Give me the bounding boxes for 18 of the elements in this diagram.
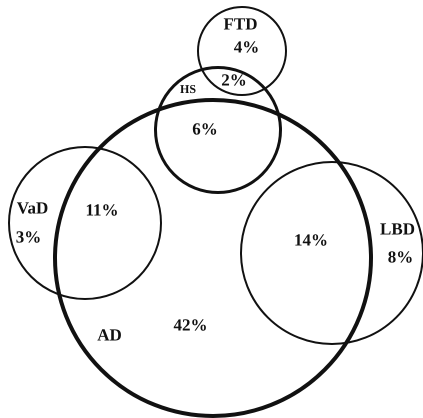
set-name: FTD bbox=[224, 15, 258, 32]
set-name: VaD bbox=[16, 199, 48, 216]
set-percentage: 3% bbox=[16, 228, 42, 245]
set-circle bbox=[8, 146, 162, 300]
set-percentage: 8% bbox=[388, 248, 414, 265]
set-name: AD bbox=[97, 326, 122, 343]
overlap-percentage: 6% bbox=[192, 120, 218, 138]
set-circle bbox=[197, 6, 287, 96]
set-name: LBD bbox=[380, 220, 415, 237]
set-circle bbox=[154, 66, 282, 194]
set-percentage: 4% bbox=[234, 38, 260, 55]
overlap-percentage: 2% bbox=[221, 72, 247, 88]
set-percentage: 42% bbox=[174, 316, 208, 333]
overlap-percentage: 11% bbox=[85, 202, 119, 218]
set-circle bbox=[240, 161, 423, 345]
set-circle bbox=[53, 98, 373, 418]
set-name: HS bbox=[180, 83, 196, 95]
overlap-percentage: 14% bbox=[294, 232, 328, 248]
